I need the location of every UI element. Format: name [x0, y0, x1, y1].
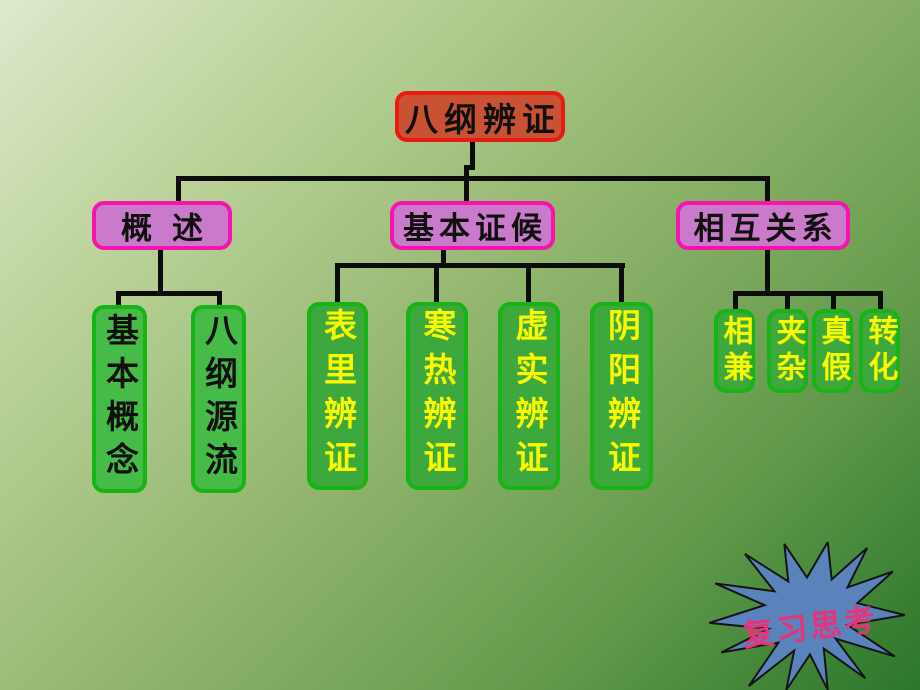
connector-stub-biaoli	[335, 263, 340, 303]
leaf-node-yin-yang: 阴阳辨证	[590, 302, 653, 490]
connector-relations-down	[765, 250, 770, 295]
connector-stub-yinyang	[619, 263, 624, 303]
leaf-node-cold-heat: 寒热辨证	[406, 302, 468, 490]
starburst-shape	[709, 542, 905, 690]
branch-node-overview: 概述	[92, 201, 232, 250]
connector-stub-overview	[176, 181, 181, 202]
branch-node-relations: 相互关系	[676, 201, 850, 250]
leaf-node-eight-principles-origin: 八纲源流	[191, 305, 246, 493]
leaf-node-zhenjia: 真假	[812, 309, 853, 393]
leaf-node-zhuanhua: 转化	[859, 309, 900, 393]
connector-stub-relations	[765, 181, 770, 202]
connector-basic-bar	[335, 263, 625, 268]
connector-root-vertical	[470, 141, 475, 170]
connector-overview-bar	[116, 291, 222, 296]
starburst-polygon	[709, 542, 905, 690]
leaf-node-exterior-interior: 表里辨证	[307, 302, 368, 490]
connector-basic-down	[441, 250, 446, 267]
connector-stub-basic	[464, 181, 469, 202]
connector-stub-concept	[116, 291, 121, 306]
leaf-node-jiaza: 夹杂	[767, 309, 808, 393]
connector-stub-hanre	[434, 263, 439, 303]
connector-stub-zhuanhua	[878, 291, 883, 310]
leaf-node-basic-concept: 基本概念	[92, 305, 147, 493]
connector-root-vertical-b	[464, 165, 469, 181]
connector-overview-down	[158, 250, 163, 293]
leaf-node-xiangjian: 相兼	[714, 309, 755, 393]
connector-root-jog	[464, 165, 475, 170]
leaf-node-deficiency-excess: 虚实辨证	[498, 302, 560, 490]
connector-level1-bar	[176, 176, 770, 181]
branch-node-basic-syndromes: 基本证候	[390, 201, 555, 250]
root-node-bagang-bianzheng: 八纲辨证	[395, 91, 565, 142]
connector-relations-bar	[733, 291, 883, 296]
connector-stub-origin	[217, 291, 222, 306]
connector-stub-zhenjia	[831, 291, 836, 310]
connector-stub-xiangjian	[733, 291, 738, 310]
connector-stub-xushi	[526, 263, 531, 303]
connector-stub-jiaza	[785, 291, 790, 310]
